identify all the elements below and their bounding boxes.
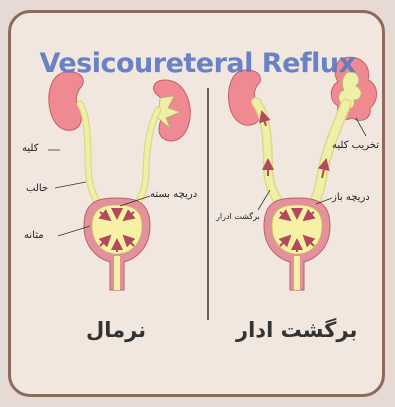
label-ureter: حالب bbox=[26, 183, 48, 194]
leader-line bbox=[55, 182, 86, 188]
label-kidney: کلیه bbox=[22, 143, 38, 154]
caption-normal: نرمال bbox=[86, 318, 146, 342]
leader-line bbox=[258, 190, 270, 210]
reflux-anatomy bbox=[229, 57, 377, 290]
label-bladder: مثانه bbox=[24, 230, 44, 241]
diagram-title: Vesicoureteral Reflux bbox=[0, 48, 395, 79]
label-urine-reflux: برگشت ادرار bbox=[216, 212, 260, 221]
caption-reflux: برگشت ادار bbox=[236, 318, 357, 342]
label-open-valve: دریچه باز bbox=[332, 192, 370, 203]
normal-anatomy bbox=[48, 72, 190, 290]
label-closed-valve: دریچه بسته bbox=[150, 189, 197, 200]
label-kidney-damage: تخریب کلیه bbox=[332, 140, 379, 151]
